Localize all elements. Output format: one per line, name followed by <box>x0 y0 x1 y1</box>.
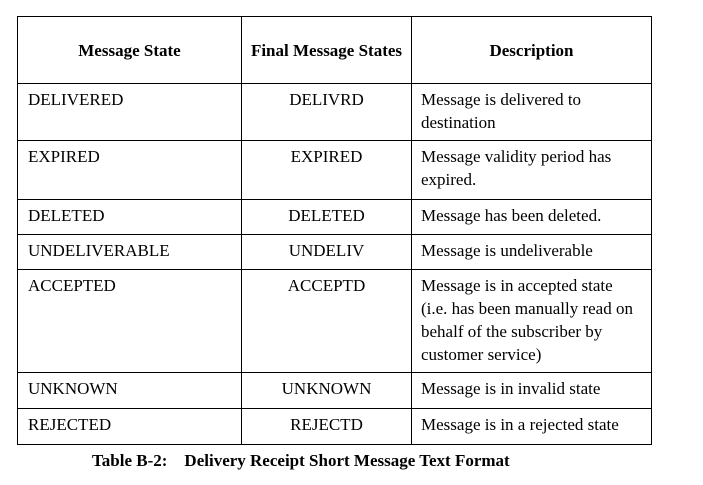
cell-description: Message is in accepted state (i.e. has b… <box>411 269 652 373</box>
caption-label: Table B-2: <box>92 451 168 470</box>
cell-final-state: ACCEPTD <box>241 269 412 373</box>
cell-description: Message is in invalid state <box>411 372 652 409</box>
delivery-receipt-table: Message State Final Message States Descr… <box>17 16 652 445</box>
table-caption: Table B-2: Delivery Receipt Short Messag… <box>92 451 510 471</box>
header-final-message-states: Final Message States <box>241 16 412 84</box>
table-row: UNKNOWN UNKNOWN Message is in invalid st… <box>17 372 652 409</box>
cell-description: Message is in a rejected state <box>411 408 652 445</box>
cell-description: Message validity period has expired. <box>411 140 652 200</box>
cell-message-state: REJECTED <box>17 408 242 445</box>
cell-description: Message has been deleted. <box>411 199 652 235</box>
table-header-row: Message State Final Message States Descr… <box>17 16 652 84</box>
table-row: ACCEPTED ACCEPTD Message is in accepted … <box>17 269 652 373</box>
table-row: DELIVERED DELIVRD Message is delivered t… <box>17 83 652 141</box>
table-row: EXPIRED EXPIRED Message validity period … <box>17 140 652 200</box>
cell-description: Message is undeliverable <box>411 234 652 270</box>
cell-final-state: UNDELIV <box>241 234 412 270</box>
cell-description: Message is delivered to destination <box>411 83 652 141</box>
cell-message-state: DELETED <box>17 199 242 235</box>
cell-final-state: UNKNOWN <box>241 372 412 409</box>
header-message-state: Message State <box>17 16 242 84</box>
header-description: Description <box>411 16 652 84</box>
cell-final-state: REJECTD <box>241 408 412 445</box>
cell-final-state: EXPIRED <box>241 140 412 200</box>
cell-message-state: EXPIRED <box>17 140 242 200</box>
table-row: REJECTED REJECTD Message is in a rejecte… <box>17 408 652 445</box>
cell-message-state: UNKNOWN <box>17 372 242 409</box>
cell-final-state: DELETED <box>241 199 412 235</box>
table-row: UNDELIVERABLE UNDELIV Message is undeliv… <box>17 234 652 270</box>
cell-message-state: UNDELIVERABLE <box>17 234 242 270</box>
cell-message-state: DELIVERED <box>17 83 242 141</box>
caption-text: Delivery Receipt Short Message Text Form… <box>184 451 510 470</box>
cell-final-state: DELIVRD <box>241 83 412 141</box>
table-row: DELETED DELETED Message has been deleted… <box>17 199 652 235</box>
cell-message-state: ACCEPTED <box>17 269 242 373</box>
